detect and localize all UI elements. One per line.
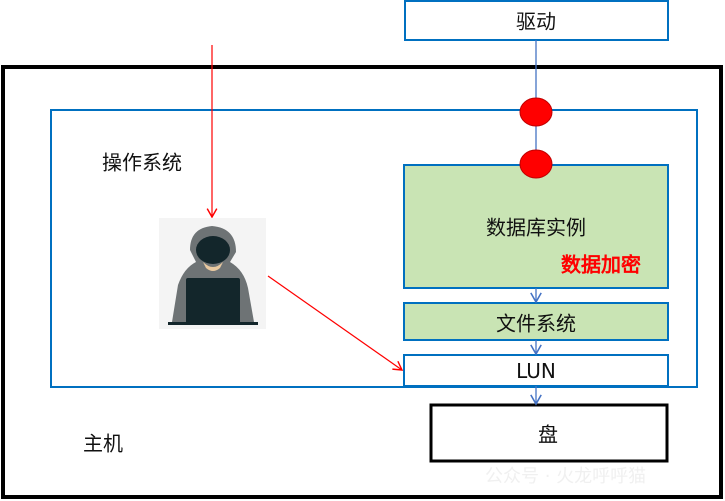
watermark: 公众号 · 火龙呼呼猫 — [485, 466, 647, 487]
driver-label: 驱动 — [516, 9, 556, 34]
filesystem-box — [403, 302, 669, 341]
lun-label: LUN — [516, 359, 556, 383]
db-instance-label: 数据库实例 — [486, 215, 586, 240]
hacker-icon — [159, 218, 266, 329]
encryption-label: 数据加密 — [561, 252, 641, 277]
disk-label: 盘 — [538, 422, 558, 447]
filesystem-label: 文件系统 — [496, 311, 576, 336]
disk-box — [429, 403, 669, 463]
host-box — [1, 65, 723, 499]
interception-point-icon — [519, 97, 553, 127]
interception-point-icon — [519, 149, 553, 179]
lun-box — [403, 354, 669, 387]
os-box — [50, 109, 698, 388]
host-label: 主机 — [83, 431, 123, 456]
attack-arrow-lun — [267, 275, 404, 371]
os-label: 操作系统 — [102, 150, 182, 175]
